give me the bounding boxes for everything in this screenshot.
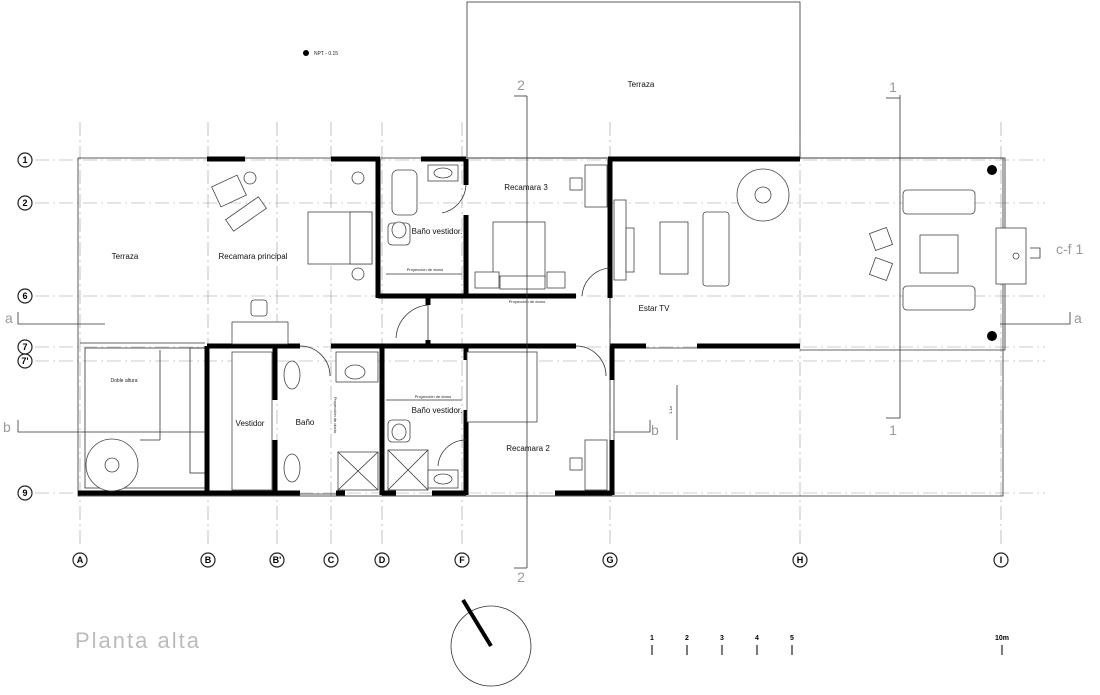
room-estar-tv: Estar TV <box>639 304 671 313</box>
row-label-1: 1 <box>22 155 27 165</box>
section-2-top: 2 <box>517 77 525 93</box>
col-label-a: A <box>77 555 84 565</box>
section-markers: 1 1 2 2 a a b b c-f 1 1.1a <box>3 77 1083 585</box>
room-bano: Baño <box>296 418 315 427</box>
room-doble-altura: Doble altura <box>111 378 138 384</box>
col-label-d: D <box>379 555 386 565</box>
col-label-i: I <box>1000 555 1003 565</box>
scale-label-1: 1 <box>650 635 654 642</box>
doors <box>299 184 611 467</box>
scale-bar: 1 2 3 4 5 10m <box>650 635 1009 655</box>
note-proyeccion-domo-1: Proyección de domo <box>407 267 444 272</box>
north-arrow <box>450 598 532 687</box>
notes: Proyección de domo Proyección de domo Pr… <box>333 267 546 434</box>
note-proyeccion-domo-2: Proyección de domo <box>509 299 546 304</box>
row-label-6: 6 <box>22 291 27 301</box>
scale-label-5: 5 <box>790 635 794 642</box>
row-label-9: 9 <box>22 488 27 498</box>
level-mark-text: NPT - 0.15 <box>314 51 338 57</box>
note-proyeccion-domo-3: Proyección de domo <box>415 394 452 399</box>
room-recamara-3: Recamara 3 <box>504 183 548 192</box>
room-recamara-2: Recamara 2 <box>506 444 550 453</box>
scale-label-3: 3 <box>720 635 724 642</box>
scale-label-10m: 10m <box>995 635 1009 642</box>
room-bano-vestidor-top: Baño vestidor. <box>412 227 463 236</box>
scale-label-4: 4 <box>755 635 759 642</box>
section-cf-label: c-f 1 <box>1056 241 1083 257</box>
dimension-note: 1.1a <box>668 405 673 414</box>
col-label-b: B <box>205 555 212 565</box>
section-1-top: 1 <box>889 79 897 95</box>
row-label-2: 2 <box>22 198 27 208</box>
section-1-bottom: 1 <box>889 422 897 438</box>
note-proyeccion-ducto: Proyección de ducto <box>333 397 338 434</box>
col-label-c: C <box>328 555 335 565</box>
drawing-title: Planta alta <box>75 628 201 653</box>
section-b-right: b <box>651 422 659 438</box>
section-a-right: a <box>1074 310 1082 326</box>
walls <box>78 156 800 496</box>
scale-label-2: 2 <box>685 635 689 642</box>
level-mark: NPT - 0.15 <box>303 50 338 57</box>
col-label-g: G <box>606 555 613 565</box>
room-terraza-left: Terraza <box>112 252 139 261</box>
room-terraza-top: Terraza <box>628 80 655 89</box>
column-axis-labels: A B B' C D F G H I <box>72 552 1009 568</box>
section-b-left: b <box>3 419 11 435</box>
col-label-h: H <box>797 555 804 565</box>
room-bano-vestidor-bottom: Baño vestidor. <box>412 406 463 415</box>
furniture <box>85 164 1027 492</box>
row-label-7: 7 <box>22 342 27 352</box>
row-axis-labels: 1 2 6 7 7' 9 <box>17 152 33 501</box>
row-label-7-prime: 7' <box>21 356 28 366</box>
level-icon <box>303 50 309 56</box>
room-vestidor: Vestidor <box>236 419 265 428</box>
room-labels: Terraza Terraza Recamara principal Recam… <box>111 80 671 453</box>
section-a-left: a <box>5 310 13 326</box>
col-label-f: F <box>459 555 465 565</box>
col-label-b-prime: B' <box>273 555 282 565</box>
section-2-bottom: 2 <box>517 569 525 585</box>
room-recamara-principal: Recamara principal <box>219 252 288 261</box>
